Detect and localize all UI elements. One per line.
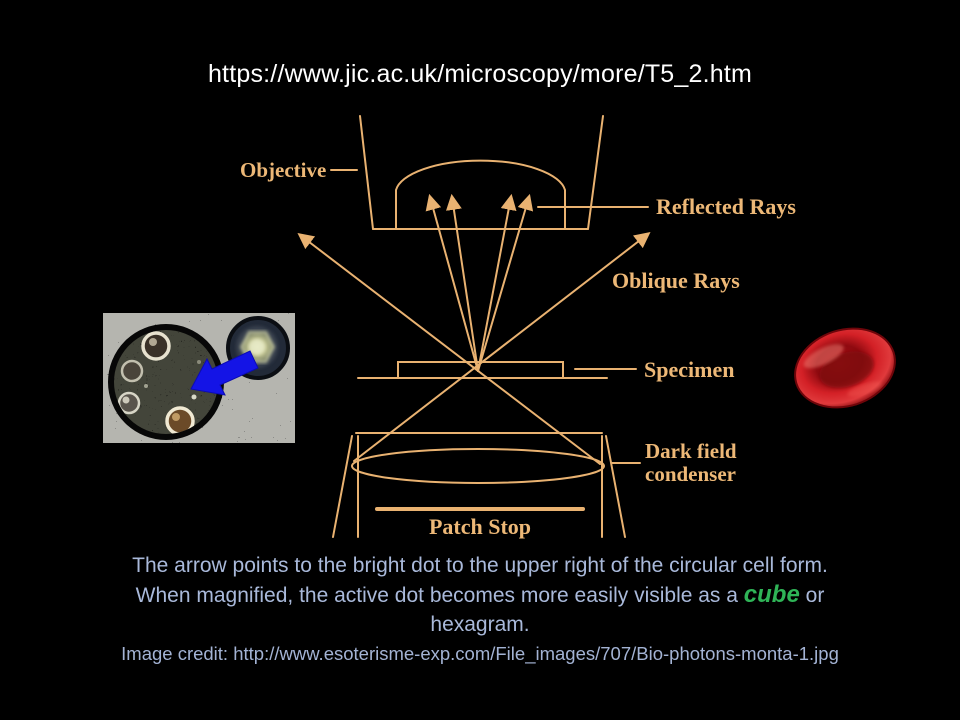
- condenser-lens-ellipse: [351, 448, 605, 484]
- condenser-label-line2: condenser: [645, 462, 736, 486]
- magnified-cell-circle: [108, 324, 224, 440]
- blue-arrow-icon: [190, 350, 259, 396]
- objective-label: Objective: [240, 158, 326, 182]
- red-blood-cell-image: [794, 327, 896, 409]
- source-url-text: https://www.jic.ac.uk/microscopy/more/T5…: [207, 60, 753, 88]
- caption-line-2-before: When magnified, the active dot becomes m…: [135, 584, 738, 607]
- caption-line-1: The arrow points to the bright dot to th…: [132, 554, 828, 577]
- cell-bubble: [141, 331, 171, 361]
- oblique-ray-right: [353, 232, 651, 462]
- cell-bubble: [120, 359, 144, 383]
- condenser-outer-left: [332, 435, 353, 538]
- objective-lens-dome: [395, 159, 566, 230]
- objective-barrel-left-line: [359, 115, 374, 230]
- reflected-rays-label: Reflected Rays: [656, 194, 796, 219]
- caption-block: The arrow points to the bright dot to th…: [30, 551, 930, 667]
- reflected-ray-1: [425, 193, 479, 372]
- condenser-label-line1: Dark field: [645, 439, 737, 463]
- reflected-ray-2: [445, 193, 479, 372]
- oblique-rays-label: Oblique Rays: [612, 268, 740, 293]
- reflected-ray-4: [477, 193, 534, 372]
- patch-stop-label: Patch Stop: [429, 514, 531, 539]
- image-credit-text: Image credit: http://www.esoterisme-exp.…: [121, 643, 839, 664]
- condenser-outer-right: [605, 435, 626, 538]
- cube-highlight: cube: [743, 581, 800, 608]
- specimen-rect: [397, 361, 564, 379]
- caption-line-2: When magnified, the active dot becomes m…: [30, 580, 930, 610]
- objective-barrel-right-line: [587, 115, 604, 230]
- specimen-label: Specimen: [644, 357, 734, 382]
- oblique-ray-left: [297, 233, 601, 465]
- ray-diagram-lines: [297, 115, 651, 538]
- caption-line-2-after: or: [805, 584, 825, 607]
- ray-diagram-labels: Objective Reflected Rays Oblique Rays Sp…: [240, 158, 796, 539]
- caption-line-3: hexagram.: [430, 613, 530, 636]
- dark-field-micrograph-inset: [103, 313, 295, 443]
- reflected-ray-3: [477, 193, 517, 372]
